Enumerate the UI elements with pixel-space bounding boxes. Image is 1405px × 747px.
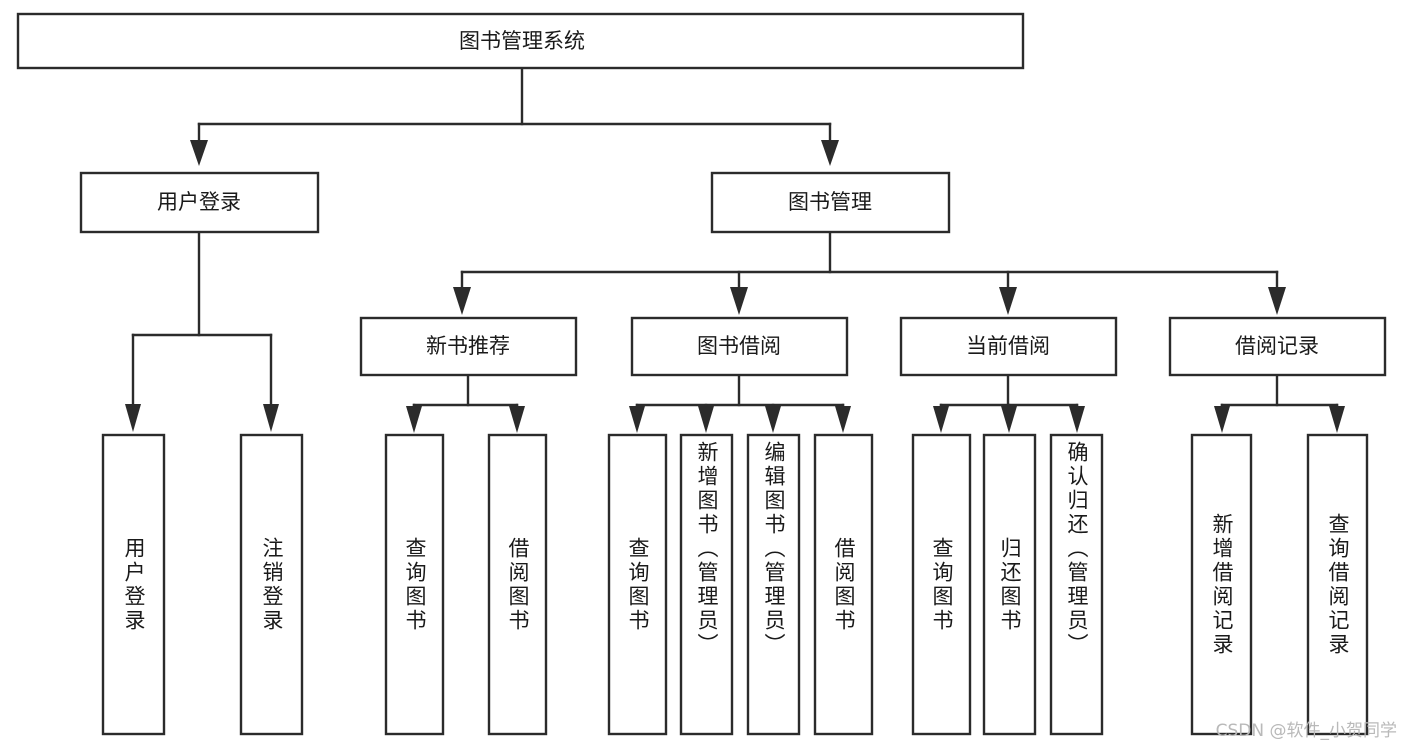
leaf-box-current-borrow-1[interactable] (982, 433, 1037, 736)
arrow-head-leaf-new-book-0 (406, 406, 422, 433)
node-book-borrow-label: 图书借阅 (697, 334, 781, 358)
leaf-box-book-borrow-3[interactable] (813, 433, 874, 736)
node-user-login-box[interactable] (79, 171, 320, 234)
node-new-book-box[interactable] (359, 316, 578, 377)
arrow-head-current-borrow (999, 287, 1017, 315)
connector-group-book-borrow (629, 373, 851, 433)
node-borrow-record-label: 借阅记录 (1235, 334, 1319, 358)
arrow-head-leaf-book-borrow-2 (765, 406, 781, 433)
connector-group-new-book (406, 373, 525, 433)
leaf-box-new-book-1[interactable] (487, 433, 548, 736)
arrow-head-new-book (453, 287, 471, 315)
node-current-borrow-label: 当前借阅 (966, 334, 1050, 358)
arrow-head-leaf-borrow-record-1 (1329, 406, 1345, 433)
connector-group-root (190, 66, 839, 166)
node-book-mgmt-box[interactable] (710, 171, 951, 234)
arrow-head-leaf-current-borrow-1 (1001, 406, 1017, 433)
connector-group-user-login (125, 230, 279, 432)
node-new-book-label: 新书推荐 (426, 334, 510, 358)
leaf-box-borrow-record-1[interactable] (1306, 433, 1369, 736)
leaf-box-current-borrow-2[interactable] (1049, 433, 1104, 736)
leaf-box-new-book-0[interactable] (384, 433, 445, 736)
leaf-box-book-borrow-2[interactable] (746, 433, 801, 736)
arrow-head-leaf-user-login-0 (125, 404, 141, 432)
connector-group-borrow-record (1214, 373, 1345, 433)
leaf-box-book-borrow-1[interactable] (679, 433, 734, 736)
watermark-text: CSDN @软件_小贺同学 (1215, 721, 1397, 741)
arrow-head-leaf-current-borrow-0 (933, 406, 949, 433)
arrow-head-leaf-book-borrow-1 (698, 406, 714, 433)
node-borrow-record-box[interactable] (1168, 316, 1387, 377)
node-current-borrow-box[interactable] (899, 316, 1118, 377)
arrow-head-leaf-book-borrow-3 (835, 406, 851, 433)
arrow-head-leaf-user-login-1 (263, 404, 279, 432)
leaf-box-borrow-record-0[interactable] (1190, 433, 1253, 736)
arrow-head-user-login (190, 140, 208, 166)
leaf-box-book-borrow-0[interactable] (607, 433, 668, 736)
node-root-box[interactable] (16, 12, 1025, 70)
leaf-box-user-login-1[interactable] (239, 433, 304, 736)
arrow-head-book-borrow (730, 287, 748, 315)
node-user-login-label: 用户登录 (157, 190, 241, 214)
arrow-head-leaf-current-borrow-2 (1069, 406, 1085, 433)
leaf-box-current-borrow-0[interactable] (911, 433, 972, 736)
connector-group-current-borrow (933, 373, 1085, 433)
arrow-head-leaf-borrow-record-0 (1214, 406, 1230, 433)
arrow-head-book-mgmt (821, 140, 839, 166)
leaf-box-user-login-0[interactable] (101, 433, 166, 736)
node-book-mgmt-label: 图书管理 (788, 190, 872, 214)
arrow-head-leaf-book-borrow-0 (629, 406, 645, 433)
arrow-head-leaf-new-book-1 (509, 406, 525, 433)
connector-group-book-mgmt (453, 230, 1286, 315)
arrow-head-borrow-record (1268, 287, 1286, 315)
node-book-borrow-box[interactable] (630, 316, 849, 377)
node-root-label: 图书管理系统 (459, 29, 585, 53)
